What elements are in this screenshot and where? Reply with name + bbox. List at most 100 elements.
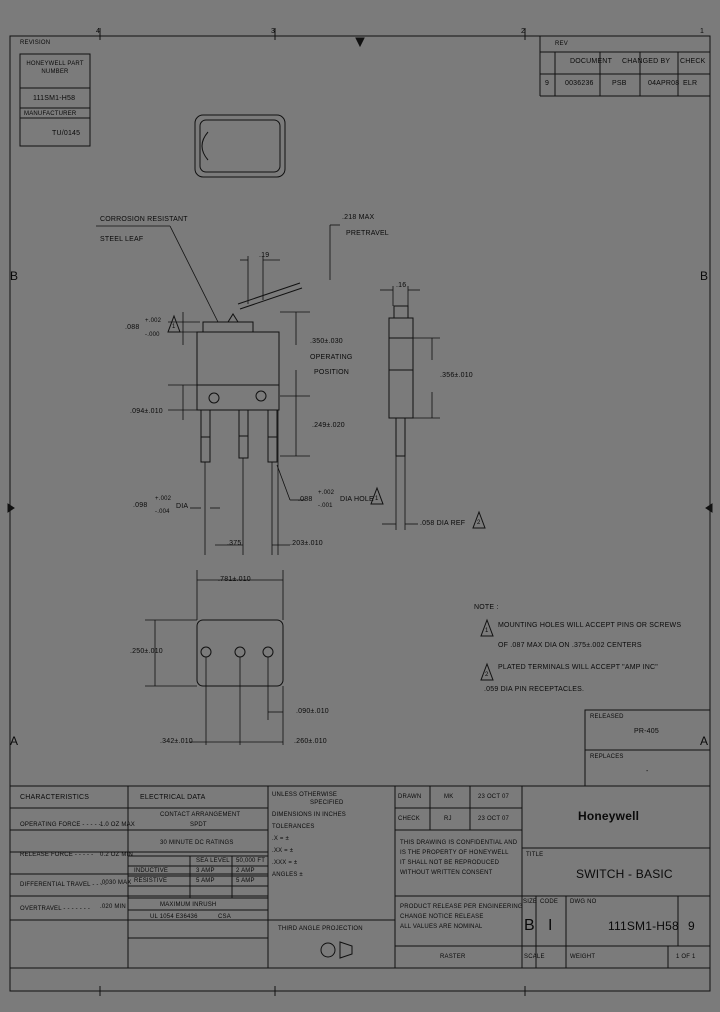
- mfr-label: MANUFACTURER: [24, 111, 77, 117]
- diff-travel-value: .0030 MAX: [100, 880, 132, 886]
- triangle-label-1a: 1: [172, 324, 176, 330]
- title-value: SWITCH - BASIC: [576, 867, 673, 881]
- replaces-value: -: [646, 768, 649, 775]
- company-logo: Honeywell: [578, 809, 640, 823]
- tol-xxx: .XXX = ±: [272, 860, 298, 866]
- part-number-value: 111SM1-H58: [33, 95, 76, 102]
- dwg-value: 111SM1-H58: [608, 919, 679, 933]
- dim-19: .19: [259, 252, 270, 259]
- prop-line-3: IT SHALL NOT BE REPRODUCED: [400, 860, 500, 866]
- release-line-1: PRODUCT RELEASE PER ENGINEERING: [400, 904, 523, 910]
- document-header: DOCUMENT: [570, 58, 613, 65]
- unless-1: UNLESS OTHERWISE: [272, 792, 338, 798]
- dim-260: .260±.010: [294, 738, 327, 745]
- grid-right-b: B: [700, 269, 709, 283]
- approvals-csa: CSA: [218, 914, 231, 920]
- weight-label: WEIGHT: [570, 954, 596, 960]
- contact-arrangement-2: SPDT: [190, 822, 207, 828]
- pretravel-1: .218 MAX: [342, 214, 375, 221]
- dim-058: .058 DIA REF: [420, 520, 466, 527]
- title-label: TITLE: [526, 852, 544, 858]
- third-angle: THIRD ANGLE PROJECTION: [278, 926, 363, 932]
- approvals: UL 1054 E36436: [150, 914, 198, 920]
- document-value: 0036236: [565, 80, 594, 87]
- rev-value-bottom: 9: [688, 919, 695, 933]
- grid-top-3: 3: [271, 28, 276, 35]
- resistive-label: RESISTIVE: [134, 878, 168, 884]
- grid-top-1: 1: [700, 28, 705, 35]
- release-force-label: RELEASE FORCE - - - - -: [20, 852, 94, 858]
- overtravel-label: OVERTRAVEL - - - - - - -: [20, 906, 91, 912]
- prop-line-4: WITHOUT WRITTEN CONSENT: [400, 870, 493, 876]
- check-by: RJ: [444, 816, 452, 822]
- sheet-value: 1 OF 1: [676, 954, 696, 960]
- border-frame: [10, 36, 710, 991]
- change-header: CHANGED BY: [622, 58, 671, 65]
- characteristics-header: CHARACTERISTICS: [20, 794, 90, 801]
- dim-094: .094±.010: [130, 408, 163, 415]
- release-line-2: CHANGE NOTICE RELEASE: [400, 914, 484, 920]
- dim-088-tol-plus: +.002: [145, 318, 162, 324]
- overtravel-value: .020 MIN: [100, 904, 126, 910]
- dim-342: .342±.010: [160, 738, 193, 745]
- leaf-note-2: STEEL LEAF: [100, 236, 144, 243]
- contact-arrangement-1: CONTACT ARRANGEMENT: [160, 812, 241, 818]
- dim-088b-tol-minus: -.001: [318, 503, 333, 509]
- triangle-label-2b: 2: [485, 672, 489, 678]
- date-value: 04APR08: [648, 80, 680, 87]
- op-pos-2: OPERATING: [310, 354, 353, 361]
- note-2-line-1: PLATED TERMINALS WILL ACCEPT "AMP INC": [498, 664, 658, 671]
- drawn-label: DRAWN: [398, 794, 422, 800]
- unless-2: SPECIFIED: [310, 800, 344, 806]
- note-1-line-1: MOUNTING HOLES WILL ACCEPT PINS OR SCREW…: [498, 622, 682, 629]
- dimensions-label: DIMENSIONS IN INCHES: [272, 812, 347, 818]
- check-date: 23 OCT 07: [478, 816, 510, 822]
- ratings-header: 30 MINUTE DC RATINGS: [160, 840, 234, 846]
- diff-travel-label: DIFFERENTIAL TRAVEL - - - -: [20, 882, 107, 888]
- dim-088-tol-minus: -.000: [145, 332, 160, 338]
- release-line-3: ALL VALUES ARE NOMINAL: [400, 924, 483, 930]
- triangle-label-1c: 1: [485, 628, 489, 634]
- leaf-note-1: CORROSION RESISTANT: [100, 216, 188, 223]
- dim-090: .090±.010: [296, 708, 329, 715]
- note-2-line-2: .059 DIA PIN RECEPTACLES.: [484, 686, 585, 693]
- rev-value: 9: [545, 80, 550, 87]
- drawn-date: 23 OCT 07: [478, 794, 510, 800]
- change-value: PSB: [612, 80, 627, 87]
- triangle-label-1b: 1: [375, 496, 379, 502]
- replaces-label: REPLACES: [590, 754, 624, 760]
- drawn-by: MK: [444, 794, 454, 800]
- dim-250: .250±.010: [130, 648, 163, 655]
- op-pos-1: .350±.030: [310, 338, 343, 345]
- dim-356: .356±.010: [440, 372, 473, 379]
- inductive-label: INDUCTIVE: [134, 868, 169, 874]
- inductive-sea: 3 AMP: [196, 868, 215, 874]
- sea-level-header: SEA LEVEL: [196, 858, 230, 864]
- dim-088b-tol-plus: +.002: [318, 490, 335, 496]
- inductive-alt: 2 AMP: [236, 868, 255, 874]
- notes-title: NOTE :: [474, 604, 499, 611]
- dim-375: .375: [227, 540, 242, 547]
- check-value: ELR: [683, 80, 698, 87]
- prop-line-2: IS THE PROPERTY OF HONEYWELL: [400, 850, 509, 856]
- release-force-value: 0.2 OZ MIN: [100, 852, 134, 858]
- dim-098-tol-plus: +.002: [155, 496, 172, 502]
- size-value: B: [524, 917, 535, 934]
- code-value: I: [548, 917, 553, 934]
- dim-249: .249±.020: [312, 422, 345, 429]
- op-force-label: OPERATING FORCE - - - - -: [20, 822, 101, 828]
- dim-098-suffix: DIA: [176, 503, 189, 510]
- op-pos-3: POSITION: [314, 369, 350, 376]
- rev-header: REV: [555, 41, 568, 47]
- dwg-label: DWG NO: [570, 899, 597, 905]
- resistive-sea: 5 AMP: [196, 878, 215, 884]
- note-1-line-2: OF .087 MAX DIA ON .375±.002 CENTERS: [498, 642, 642, 649]
- grid-left-a: A: [10, 734, 19, 748]
- dim-098-tol-minus: -.004: [155, 509, 170, 515]
- scale-label: SCALE: [524, 954, 545, 960]
- size-label: SIZE: [523, 899, 538, 905]
- raster-label: RASTER: [440, 954, 466, 960]
- grid-top-2: 2: [521, 28, 526, 35]
